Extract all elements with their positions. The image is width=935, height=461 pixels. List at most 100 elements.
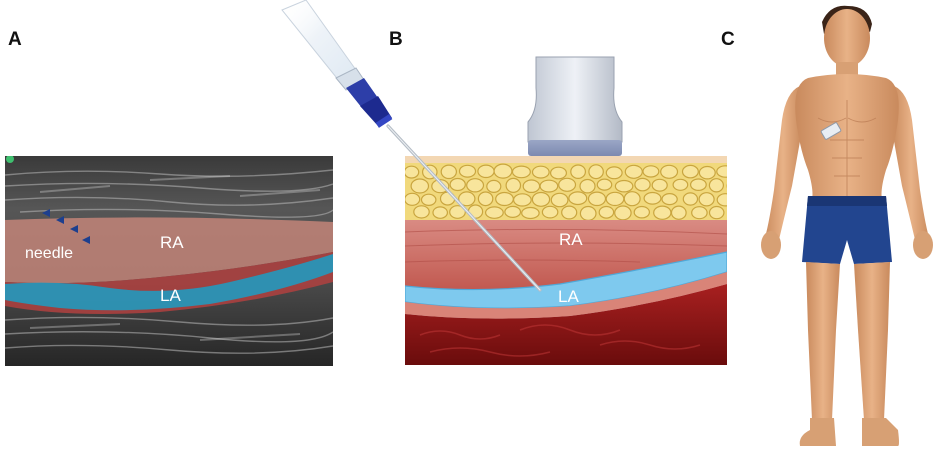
fat-cell xyxy=(623,191,641,207)
panel-a-ra-label: RA xyxy=(160,233,184,252)
fat-cell xyxy=(605,191,625,207)
fat-cell xyxy=(614,205,632,221)
fat-cell xyxy=(570,164,586,179)
shorts xyxy=(802,196,892,264)
syringe xyxy=(281,0,542,292)
fat-cell xyxy=(531,191,551,207)
fat-cell xyxy=(661,193,678,206)
fat-cell xyxy=(504,205,522,218)
fat-cell xyxy=(672,178,689,191)
ultrasound-panel: needle RA LA xyxy=(5,156,333,366)
right-leg xyxy=(806,262,840,420)
fat-cell xyxy=(633,205,651,219)
arrowhead-1 xyxy=(42,209,50,217)
fat-cell xyxy=(550,192,569,208)
head xyxy=(824,9,870,67)
deep-muscle-layer xyxy=(405,284,727,365)
right-arm xyxy=(764,86,802,244)
fat-cell xyxy=(605,166,623,180)
fat-cell xyxy=(579,205,597,221)
fat-cell xyxy=(568,191,588,206)
fat-cell xyxy=(495,191,514,207)
right-hand xyxy=(761,231,781,259)
fat-cell xyxy=(458,164,477,178)
fat-cell xyxy=(440,164,457,180)
fat-cell xyxy=(513,193,532,207)
fat-cell xyxy=(698,192,715,207)
fat-cell xyxy=(531,165,550,179)
fat-cell xyxy=(588,164,604,180)
fat-cell xyxy=(466,178,485,193)
fat-cell xyxy=(690,178,707,191)
syringe-barrel xyxy=(281,0,357,83)
fat-cell xyxy=(449,177,466,192)
fat-cell xyxy=(493,163,513,179)
fat-cell xyxy=(698,165,716,180)
fat-cell xyxy=(477,164,495,179)
fat-cell xyxy=(458,191,476,207)
chest-device xyxy=(820,122,842,140)
panel-b-la-label: LA xyxy=(558,287,579,306)
patient-figure xyxy=(761,5,933,446)
left-foot xyxy=(862,418,899,446)
fat-cell xyxy=(708,205,725,220)
panel-a-letter: A xyxy=(8,29,22,50)
fat-cell xyxy=(728,207,744,220)
fat-cell xyxy=(541,205,559,219)
fat-cell xyxy=(505,177,522,193)
fat-cell xyxy=(682,192,699,206)
fat-cell xyxy=(561,205,578,220)
fat-cell xyxy=(579,178,596,194)
panel-b-ra-label: RA xyxy=(559,230,583,249)
fat-cell xyxy=(477,191,494,207)
fat-cell xyxy=(614,179,634,193)
ra-muscle-layer xyxy=(405,220,727,292)
fat-cell xyxy=(485,206,504,219)
probe-marker-dot xyxy=(6,156,14,163)
fat-cell xyxy=(596,178,613,191)
fat-cell xyxy=(653,205,672,220)
fat-cell xyxy=(420,193,437,206)
fat-cell xyxy=(410,178,430,194)
fat-cell xyxy=(726,183,727,189)
fat-cell xyxy=(670,205,687,220)
fat-cell xyxy=(716,193,727,207)
fat-cell xyxy=(642,165,660,178)
fascia-layer xyxy=(405,272,727,319)
fat-cell xyxy=(681,164,699,179)
fat-cell xyxy=(587,191,607,207)
skin-layer xyxy=(405,156,727,166)
fat-cell xyxy=(643,191,662,205)
fat-cell xyxy=(634,177,651,192)
fat-cell xyxy=(521,206,540,220)
la-fluid-layer xyxy=(405,251,727,309)
fat-cell xyxy=(431,179,450,194)
fat-cell xyxy=(413,205,430,219)
fat-cell xyxy=(405,192,421,206)
fat-cell xyxy=(432,206,448,219)
fat-cell xyxy=(549,166,567,180)
needle-label: needle xyxy=(25,245,73,262)
arrowhead-3 xyxy=(70,225,78,233)
cross-section-panel: RA LA xyxy=(281,0,744,365)
left-hand xyxy=(913,231,933,259)
fat-cell xyxy=(651,178,668,192)
fat-cell xyxy=(539,179,559,193)
la-overlay xyxy=(5,254,333,311)
probe-footprint xyxy=(528,140,622,156)
fat-cell xyxy=(511,165,531,179)
fat-cell xyxy=(660,164,679,179)
left-arm xyxy=(892,86,930,244)
ultrasound-probe xyxy=(527,56,623,156)
arrowhead-2 xyxy=(56,216,64,224)
arrowhead-4 xyxy=(82,236,90,244)
ra-overlay xyxy=(5,217,333,284)
needle-arrowheads xyxy=(42,209,90,244)
left-leg xyxy=(854,262,890,420)
panel-b-letter: B xyxy=(389,29,403,50)
fat-cell xyxy=(558,177,577,192)
fat-cell xyxy=(708,178,725,193)
fat-cell xyxy=(691,206,708,220)
right-foot xyxy=(799,418,836,446)
